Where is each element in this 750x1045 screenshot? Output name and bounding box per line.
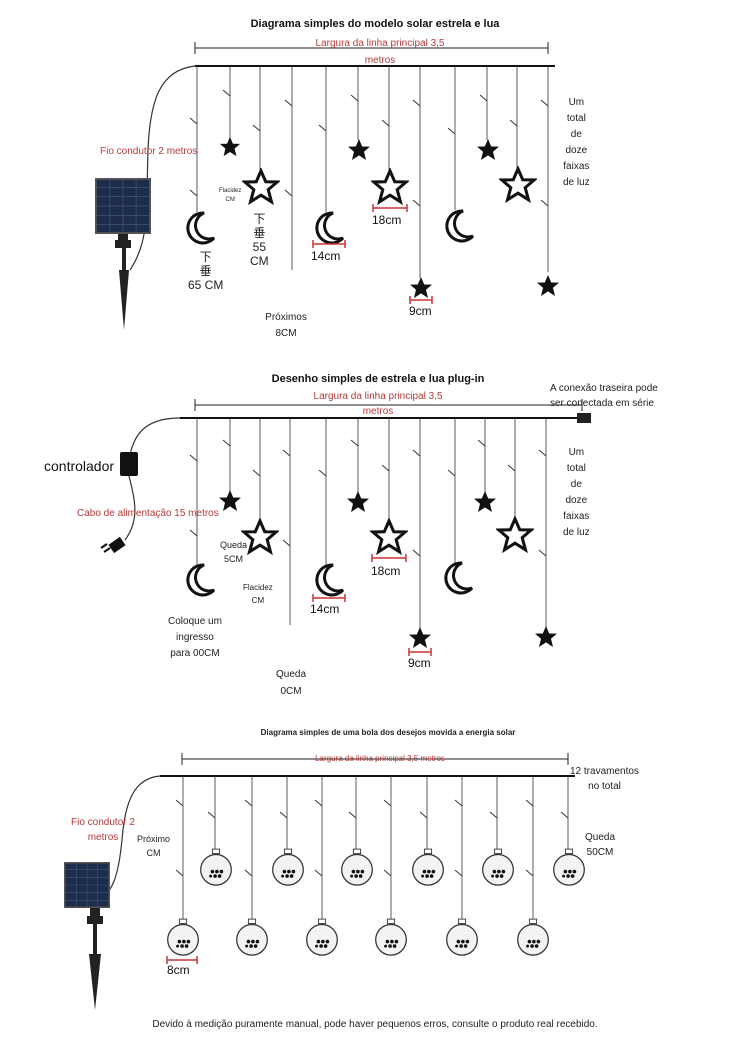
diagram3-drop: Queda 50CM bbox=[585, 832, 616, 858]
diagram2-rear-connection: A conexão traseira pode ser conectada em… bbox=[550, 383, 658, 409]
diagram3-dim-8: 8cm bbox=[167, 963, 190, 977]
diagram2-input: Coloque um ingresso para 00CM bbox=[168, 616, 222, 659]
diagram2-drop-5: Queda 5CM bbox=[220, 540, 248, 564]
diagram1-dim-14: 14cm bbox=[311, 249, 341, 263]
diagram2-controller: controlador bbox=[44, 458, 115, 474]
diagram2-total-strips: Um total de doze faixas de luz bbox=[563, 447, 590, 538]
diagram1-title: Diagrama simples do modelo solar estrela… bbox=[250, 18, 500, 30]
diagram2-dim-18: 18cm bbox=[371, 564, 401, 578]
diagram2-dim-14: 14cm bbox=[310, 602, 340, 616]
diagram1-drop-65: 下 垂 65 CM bbox=[188, 250, 224, 292]
diagram1-main-line-width: Largura da linha principal 3,5 bbox=[315, 38, 445, 49]
diagram2-flaccid: Flacidez CM bbox=[243, 583, 273, 605]
diagram1-dim-9: 9cm bbox=[409, 304, 432, 318]
diagram3-drawing bbox=[64, 753, 585, 1010]
diagram1-main-line-unit: metros bbox=[364, 55, 396, 66]
diagram3-locks: 12 travamentos no total bbox=[570, 766, 639, 792]
diagram3-main-line-width: Largura da linha principal 3,5 metros bbox=[315, 754, 445, 763]
diagram2-title: Desenho simples de estrela e lua plug-in bbox=[271, 373, 485, 385]
diagram3-title: Diagrama simples de uma bola dos desejos… bbox=[260, 728, 516, 737]
diagram2-dim-9: 9cm bbox=[408, 656, 431, 670]
diagram2-power-cable: Cabo de alimentação 15 metros bbox=[77, 508, 219, 519]
diagram2-main-line-width: Largura da linha principal 3,5 bbox=[313, 391, 443, 402]
diagram2-drop-0: Queda 0CM bbox=[276, 669, 307, 697]
diagram2-main-line-unit: metros bbox=[362, 406, 394, 417]
diagram1-flaccid: Flacidez CM bbox=[219, 188, 242, 203]
diagram1-drop-55: 下 垂 55 CM bbox=[250, 212, 269, 268]
diagram1-drawing bbox=[95, 42, 559, 330]
diagram1-next: Próximos 8CM bbox=[265, 312, 307, 339]
diagram3-next: Próximo CM bbox=[137, 834, 171, 858]
diagram1-total-strips: Um total de doze faixas de luz bbox=[563, 97, 590, 188]
diagram1-lead-wire: Fio condutor 2 metros bbox=[100, 146, 198, 157]
diagram3-lead-wire: Fio condutor 2 metros bbox=[71, 817, 135, 843]
diagram1-dim-18: 18cm bbox=[372, 213, 402, 227]
diagram2-drawing bbox=[100, 399, 591, 656]
footer-disclaimer: Devido à medição puramente manual, pode … bbox=[152, 1019, 598, 1030]
